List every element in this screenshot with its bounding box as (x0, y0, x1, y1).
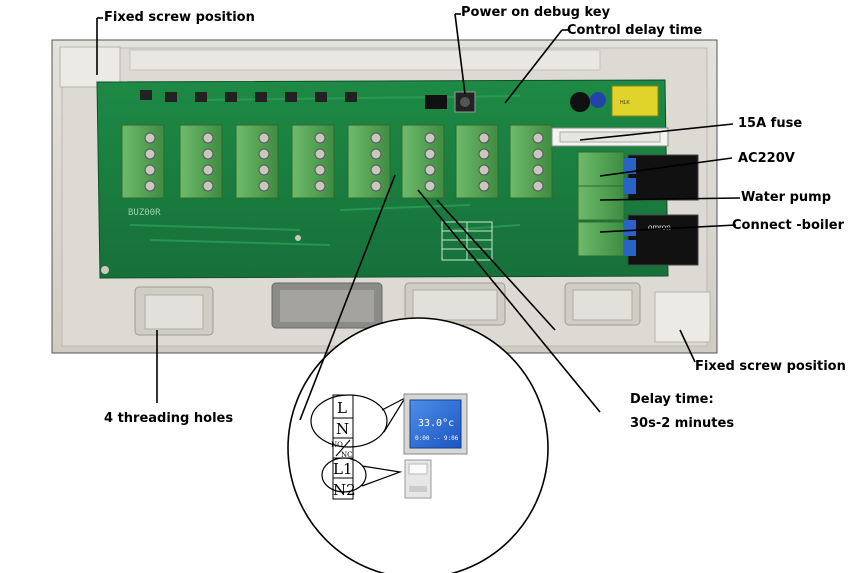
terminal-screw (258, 164, 270, 176)
terminal-screw (424, 132, 436, 144)
terminal-screw (478, 180, 490, 192)
label-delay-time-range: 30s-2 minutes (630, 416, 735, 431)
terminal-screw (424, 180, 436, 192)
terminal-screw (532, 180, 544, 192)
terminal-screw (370, 180, 382, 192)
terminal-block (121, 124, 165, 199)
terminal-screw (258, 132, 270, 144)
terminal-screw (370, 132, 382, 144)
terminal-screw (424, 164, 436, 176)
power-terminal-block (577, 221, 625, 257)
label-fixed-screw-bottom: Fixed screw position (695, 359, 846, 374)
label-threading-holes: 4 threading holes (104, 411, 234, 426)
terminal-screw (144, 180, 156, 192)
terminal-screw (370, 148, 382, 160)
label-ac220v: AC220V (738, 151, 795, 166)
terminal-screw (202, 164, 214, 176)
terminal-screw (202, 148, 214, 160)
power-terminal-block (577, 151, 625, 187)
model-marking: BUZ00R (128, 208, 161, 218)
svg-text:L: L (337, 399, 347, 417)
terminal-screw (202, 180, 214, 192)
terminal-screw (144, 164, 156, 176)
label-control-delay-time: Control delay time (567, 23, 703, 38)
terminal-screw (478, 148, 490, 160)
threading-holes (134, 282, 641, 336)
terminal-screw (314, 164, 326, 176)
terminal-block (509, 124, 553, 199)
terminal-screw (532, 132, 544, 144)
terminal-screw (478, 164, 490, 176)
terminal-block (455, 124, 499, 199)
svg-text:NO: NO (331, 441, 343, 449)
svg-text:N: N (336, 420, 349, 438)
label-power-on-debug-key: Power on debug key (461, 5, 611, 20)
label-connect-boiler: Connect -boiler (732, 218, 845, 233)
terminal-block (347, 124, 391, 199)
dip-switch-table (441, 221, 493, 261)
terminal-block (179, 124, 223, 199)
terminal-block (291, 124, 335, 199)
terminal-screw (202, 132, 214, 144)
terminal-screw (478, 132, 490, 144)
terminal-screw (258, 180, 270, 192)
terminal-screw (532, 148, 544, 160)
thermostat-temp: 33.0°c (418, 418, 454, 429)
label-15a-fuse: 15A fuse (738, 116, 803, 131)
leader-lines (96, 13, 741, 413)
terminal-screw (144, 132, 156, 144)
label-delay-time-title: Delay time: (630, 392, 714, 407)
svg-text:omron: omron (648, 223, 671, 232)
terminal-screw (314, 180, 326, 192)
svg-text:L1: L1 (333, 460, 353, 478)
terminal-letters: L N NO NC L1 N2 (331, 399, 356, 499)
power-terminal-block (577, 185, 625, 221)
terminal-blocks (121, 124, 625, 257)
svg-text:N2: N2 (333, 481, 356, 499)
terminal-screw (424, 148, 436, 160)
relays: omron (627, 154, 699, 266)
thermostat-time: 0:00 -- 9:06 (415, 435, 459, 442)
svg-text:HLK: HLK (620, 100, 630, 106)
svg-text:NC: NC (341, 451, 352, 459)
terminal-screw (532, 164, 544, 176)
wiring-callout: 33.0°c 0:00 -- 9:06 (287, 174, 549, 573)
terminal-screw (370, 164, 382, 176)
terminal-screw (314, 132, 326, 144)
terminal-screw (258, 148, 270, 160)
blue-terminals (624, 158, 636, 256)
terminal-screw (144, 148, 156, 160)
label-fixed-screw-top: Fixed screw position (104, 10, 255, 25)
label-water-pump: Water pump (741, 190, 832, 205)
terminal-block (235, 124, 279, 199)
terminal-screw (314, 148, 326, 160)
terminal-block (401, 124, 445, 199)
